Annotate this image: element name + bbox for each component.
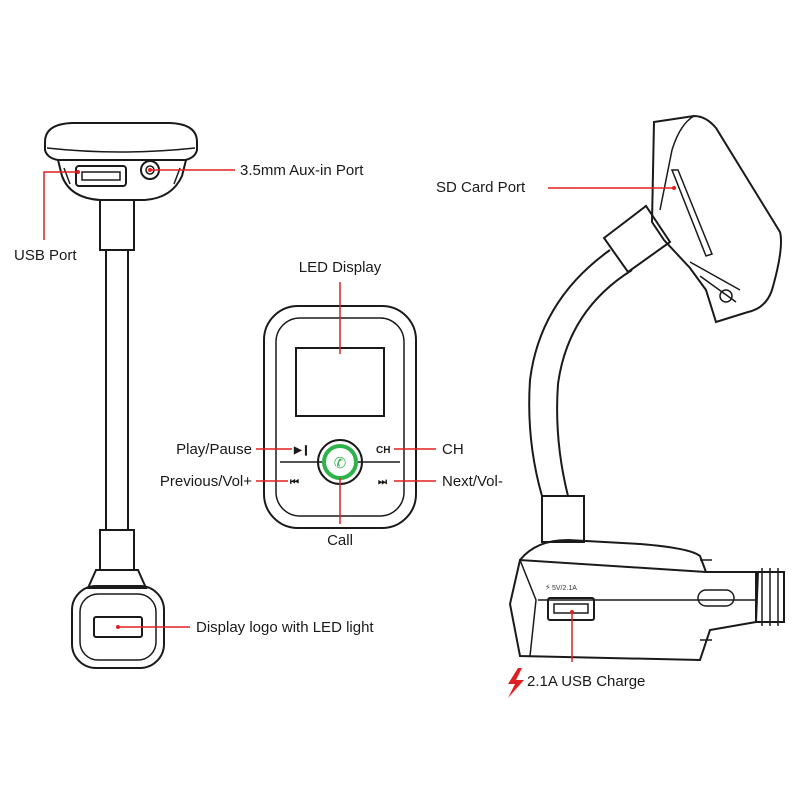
led-display-screen [295, 347, 385, 417]
lightning-small-icon: ⚡ [545, 583, 551, 592]
previous-button[interactable]: ⏮ [290, 477, 299, 488]
play-pause-button[interactable]: ▶❙ [293, 445, 310, 456]
next-button[interactable]: ⏭ [378, 477, 387, 488]
label-previous-vol: Previous/Vol+ [160, 473, 252, 490]
left-device-side-view [44, 122, 198, 669]
usb-charge-port [547, 597, 595, 621]
label-ch: CH [442, 441, 464, 458]
label-next-vol: Next/Vol- [442, 473, 503, 490]
label-display-logo: Display logo with LED light [196, 619, 374, 636]
label-led-display: LED Display [299, 259, 382, 276]
label-call: Call [327, 532, 353, 549]
ch-button[interactable]: CH [376, 445, 390, 456]
right-device-leaders [548, 186, 676, 662]
label-play-pause: Play/Pause [176, 441, 252, 458]
label-sd-card-port: SD Card Port [436, 179, 526, 196]
sd-card-slot [670, 169, 713, 257]
label-aux-port: 3.5mm Aux-in Port [240, 162, 364, 179]
usb-port-socket [75, 165, 127, 187]
left-device-leaders [43, 168, 235, 629]
center-device-leaders [256, 282, 436, 524]
lightning-icon [508, 668, 524, 698]
right-device-angled-view: 5V/2.1A ⚡ [508, 114, 785, 662]
label-usb-charge: 2.1A USB Charge [527, 673, 645, 690]
phone-icon: ✆ [334, 454, 347, 472]
charger-rating: 5V/2.1A [552, 585, 577, 592]
label-usb-port: USB Port [14, 247, 77, 264]
